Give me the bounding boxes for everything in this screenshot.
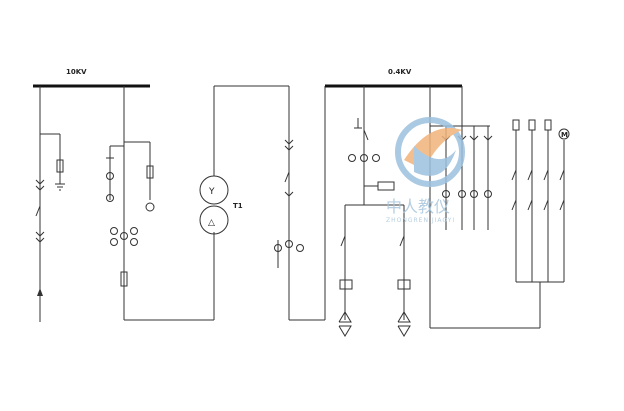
ct-icon xyxy=(106,172,114,180)
lv-incoming-cable xyxy=(274,86,326,321)
fuse-icon xyxy=(544,119,552,131)
motor-symbol: M xyxy=(561,131,568,139)
surge-arrester-icon xyxy=(56,159,64,173)
fuse-icon xyxy=(528,119,536,131)
lv-busbar: 0.4KV xyxy=(325,68,462,88)
transformer-t1: Y △ T1 xyxy=(199,85,289,320)
hv-bus-label: 10KV xyxy=(66,68,87,76)
meter-icon xyxy=(145,202,155,212)
meter-box-icon xyxy=(377,181,395,191)
fuse-icon xyxy=(146,165,154,179)
fuse-icon xyxy=(120,271,128,287)
watermark-logo: 中人教仪 ZHONGREN JIAOYI xyxy=(386,117,465,224)
lv-distribution xyxy=(338,86,541,337)
transformer-winding-icon xyxy=(199,175,229,205)
arrow-up-icon xyxy=(37,288,43,296)
watermark-en: ZHONGREN JIAOYI xyxy=(386,217,455,224)
switch-blade xyxy=(35,205,41,217)
hv-incoming-feeder xyxy=(35,86,65,322)
contactor-icon xyxy=(397,279,411,290)
transformer-label: T1 xyxy=(233,202,243,210)
motor-icon xyxy=(558,128,570,140)
fuse-icon xyxy=(512,119,520,131)
hv-metering-feeder xyxy=(106,86,214,321)
lv-bus-label: 0.4KV xyxy=(388,68,412,76)
logo-ring-icon xyxy=(395,117,465,187)
motor-feeders: M xyxy=(511,119,570,283)
transformer-primary-symbol: Y xyxy=(208,187,215,197)
hv-busbar: 10KV xyxy=(33,68,150,88)
ct-icon xyxy=(110,227,118,235)
watermark-cn: 中人教仪 xyxy=(386,197,450,216)
transformer-secondary-symbol: △ xyxy=(208,218,215,228)
ct-icon xyxy=(348,154,356,162)
contactor-icon xyxy=(339,279,353,290)
transformer-winding-icon xyxy=(199,205,229,235)
